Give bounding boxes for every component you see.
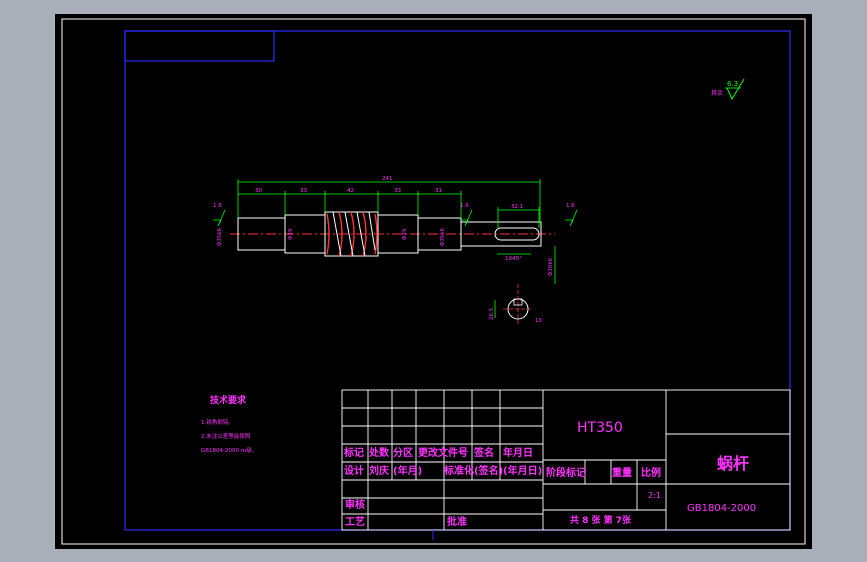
tb-row2-3: 标准化	[443, 464, 474, 477]
svg-text:32.1: 32.1	[511, 204, 523, 210]
svg-text:Φ35k6: Φ35k6	[217, 227, 223, 246]
svg-text:33: 33	[300, 188, 307, 194]
svg-text:31: 31	[435, 188, 442, 194]
surface-finish-mark: 其余 6.3	[711, 78, 745, 101]
corner-box	[124, 30, 275, 62]
svg-text:26.5: 26.5	[489, 307, 495, 320]
tb-row1-5: 年月日	[503, 446, 533, 459]
part-name: 蜗杆	[717, 454, 749, 473]
svg-text:1X45°: 1X45°	[505, 256, 522, 262]
tb-row1-1: 处数	[368, 446, 390, 459]
svg-text:Φ39: Φ39	[288, 228, 294, 240]
process-label: 工艺	[345, 515, 365, 528]
worm-shaft-view	[230, 211, 555, 257]
svg-text:10: 10	[535, 318, 542, 324]
tb-row1-3: 更改文件号	[418, 446, 468, 459]
tb-row1-2: 分区	[393, 446, 413, 459]
tb-row2-5: (年月日)	[503, 464, 542, 477]
tb-row1-0: 标记	[343, 446, 364, 459]
dimension-texts: 241 30 33 42 33 31 32.1 1X45° 1.6 1.6 1.…	[213, 176, 575, 324]
svg-text:6.3: 6.3	[727, 80, 738, 88]
approve-label: 批准	[447, 515, 467, 528]
cross-section-view	[503, 284, 533, 324]
svg-text:1.6: 1.6	[566, 203, 575, 209]
svg-text:241: 241	[382, 176, 393, 182]
dimension-lines	[213, 179, 578, 318]
tech-req-item-1: 1.锐角倒钝。	[201, 418, 234, 426]
material-label: HT350	[577, 420, 623, 436]
drawing-canvas: 其余 6.3	[55, 14, 812, 549]
tech-requirements-title: 技术要求	[210, 394, 247, 406]
tb-row2-1: 刘庆	[369, 464, 389, 477]
review-label: 审核	[345, 498, 365, 511]
weight-header: 重量	[612, 466, 632, 479]
svg-text:1.6: 1.6	[213, 203, 222, 209]
scale-header: 比例	[641, 466, 661, 479]
svg-text:30: 30	[255, 188, 262, 194]
stage-header: 阶段标记	[546, 466, 586, 479]
svg-text:1.6: 1.6	[460, 203, 469, 209]
svg-text:Φ35k6: Φ35k6	[440, 227, 446, 246]
tb-row1-4: 签名	[473, 446, 494, 459]
tech-req-item-3: GB1804-2000 m级。	[201, 446, 257, 454]
standard-number: GB1804-2000	[687, 503, 756, 514]
scale-value: 2:1	[648, 491, 661, 500]
outer-frame	[61, 18, 806, 545]
drawing-svg: 其余 6.3	[61, 18, 806, 545]
svg-text:Φ39: Φ39	[402, 228, 408, 240]
tech-req-item-2: 2.未注公差等级按照	[201, 432, 251, 440]
svg-text:其余: 其余	[711, 89, 723, 97]
svg-text:33: 33	[394, 188, 401, 194]
tb-row2-2: (年月)	[393, 464, 422, 477]
tech-requirements: 技术要求 1.锐角倒钝。 2.未注公差等级按照 GB1804-2000 m级。	[201, 394, 257, 454]
tb-row2-4: (签名)	[474, 464, 503, 477]
sheet-count: 共 8 张 第 7张	[570, 514, 632, 526]
tb-row2-0: 设计	[344, 464, 364, 477]
svg-text:Φ30k6: Φ30k6	[548, 257, 554, 276]
title-block: HT350 蜗杆 GB1804-2000 2:1 共 8 张 第 7张 标记 处…	[341, 389, 791, 531]
svg-text:42: 42	[347, 188, 354, 194]
